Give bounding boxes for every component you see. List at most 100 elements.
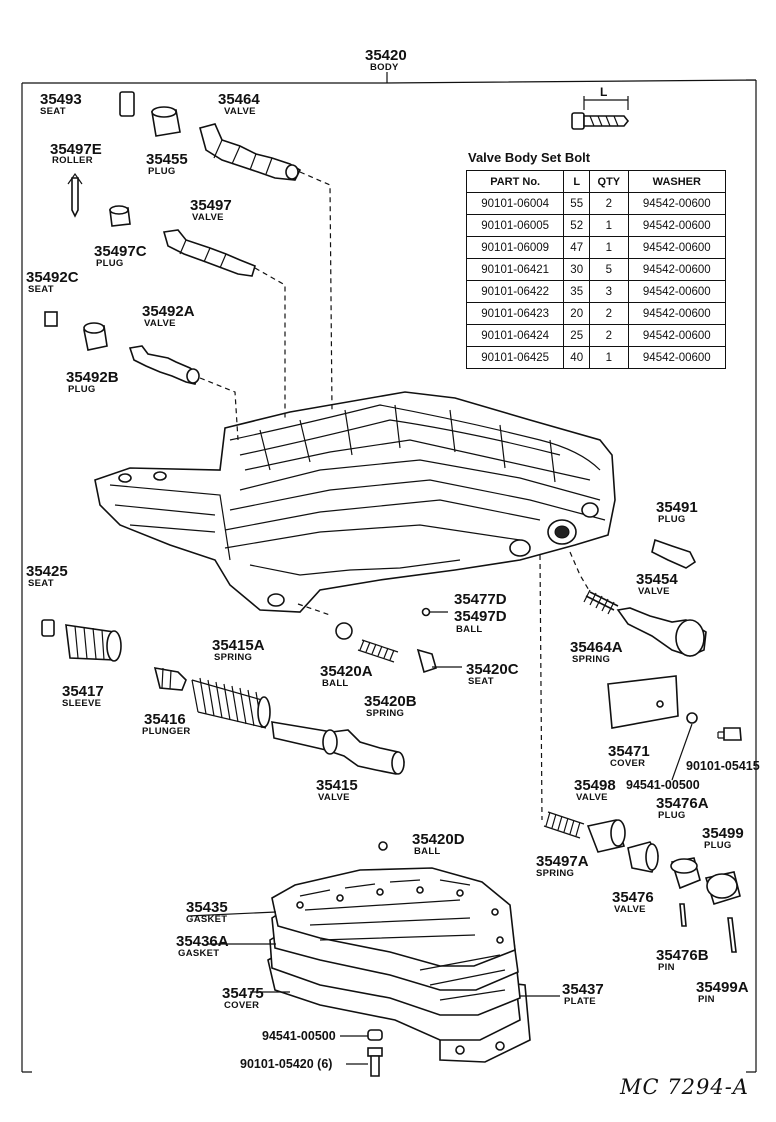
part-number: 35492C (26, 269, 79, 286)
table-cell: 94542-00600 (627, 258, 727, 281)
part-name: SEAT (40, 106, 66, 117)
spring-35415a (191, 677, 271, 729)
part-name: PIN (698, 994, 715, 1005)
leader-35435 (187, 911, 277, 917)
part-name: COVER (610, 758, 645, 769)
part-number: 35436A (176, 933, 229, 950)
part-number: 35417 (62, 683, 104, 700)
spring-35497a (543, 811, 585, 839)
table-cell: 94542-00600 (627, 236, 727, 259)
part-name: VALVE (192, 212, 224, 223)
part-number: 90101-05415 (686, 759, 760, 773)
valve-body (94, 391, 616, 613)
part-number: 94541-00500 (262, 1029, 336, 1043)
part-name: PLUG (96, 258, 124, 269)
plug-35499 (704, 871, 741, 905)
guide-line (299, 171, 333, 411)
spring-35464a (583, 589, 619, 615)
part-number: 35454 (636, 571, 678, 588)
sleeve-35417 (65, 624, 122, 662)
part-number: 35491 (656, 499, 698, 516)
part-name: SLEEVE (62, 698, 101, 709)
bolt-table-title: Valve Body Set Bolt (468, 150, 591, 165)
seat-35493 (119, 91, 135, 117)
table-cell: 5 (589, 258, 629, 281)
part-name: SEAT (468, 676, 494, 687)
table-cell: 2 (589, 324, 629, 347)
pin-35476b (679, 903, 687, 927)
table-cell: 2 (589, 192, 629, 215)
table-cell: 35 (563, 280, 591, 303)
part-number: 35497A (536, 853, 589, 870)
bolt-icon (571, 96, 630, 130)
valve-35492a (128, 345, 200, 385)
assembly-bracket (21, 79, 757, 1073)
ball-35420d (378, 841, 388, 851)
table-cell: 2 (589, 302, 629, 325)
seat-35420c (416, 648, 437, 674)
seat-35425 (41, 619, 55, 637)
part-number: 35471 (608, 743, 650, 760)
table-cell: 94542-00600 (627, 214, 727, 237)
column-header: WASHER (627, 170, 727, 193)
part-number: 35497D (454, 608, 507, 625)
plug-35455 (151, 106, 181, 137)
table-cell: 94542-00600 (627, 192, 727, 215)
bolt-dimension-label: L (600, 85, 607, 99)
valve-35497 (162, 229, 256, 277)
table-cell: 3 (589, 280, 629, 303)
part-name: COVER (224, 1000, 259, 1011)
part-name: GASKET (178, 948, 219, 959)
part-number: 35464 (218, 91, 260, 108)
table-cell: 40 (563, 346, 591, 369)
part-number: 35425 (26, 563, 68, 580)
part-name: SEAT (28, 284, 54, 295)
part-name: BALL (414, 846, 441, 857)
part-labels: 35420 BODY 35493 SEAT 35464 VALVE 35497E… (26, 47, 760, 1071)
part-name: SPRING (572, 654, 610, 665)
valve-35498 (586, 819, 626, 853)
valve-35476 (627, 841, 659, 873)
table-cell: 25 (563, 324, 591, 347)
part-number: 35492A (142, 303, 195, 320)
table-cell: 55 (563, 192, 591, 215)
part-name: VALVE (614, 904, 646, 915)
table-cell: 90101-06424 (465, 324, 565, 347)
valve-35454 (616, 607, 707, 657)
part-name: PLUG (658, 514, 686, 525)
part-number: 35476 (612, 889, 654, 906)
washer-94541-00500-lower (367, 1029, 383, 1041)
part-number: 35497E (50, 141, 102, 158)
part-name: PLUG (658, 810, 686, 821)
part-number: 35437 (562, 981, 604, 998)
part-name: PLUG (148, 166, 176, 177)
part-number: 35475 (222, 985, 264, 1002)
part-name: ROLLER (52, 155, 93, 166)
table-cell: 94542-00600 (627, 324, 727, 347)
guide-line (569, 551, 591, 593)
part-name: SPRING (366, 708, 404, 719)
column-header: L (563, 170, 591, 193)
part-number: 35477D (454, 591, 507, 608)
part-name: GASKET (186, 914, 227, 925)
part-number: 35420B (364, 693, 417, 710)
table-cell: 94542-00600 (627, 280, 727, 303)
part-number: 35415A (212, 637, 265, 654)
body-number: 35420 (365, 47, 407, 64)
part-name: SPRING (536, 868, 574, 879)
washer-leader (671, 723, 693, 781)
plate-stack (267, 867, 531, 1063)
part-name: PLUG (68, 384, 96, 395)
table-cell: 30 (563, 258, 591, 281)
part-number: 35476A (656, 795, 709, 812)
spring-35420b (357, 639, 399, 663)
guide-line (297, 603, 331, 616)
